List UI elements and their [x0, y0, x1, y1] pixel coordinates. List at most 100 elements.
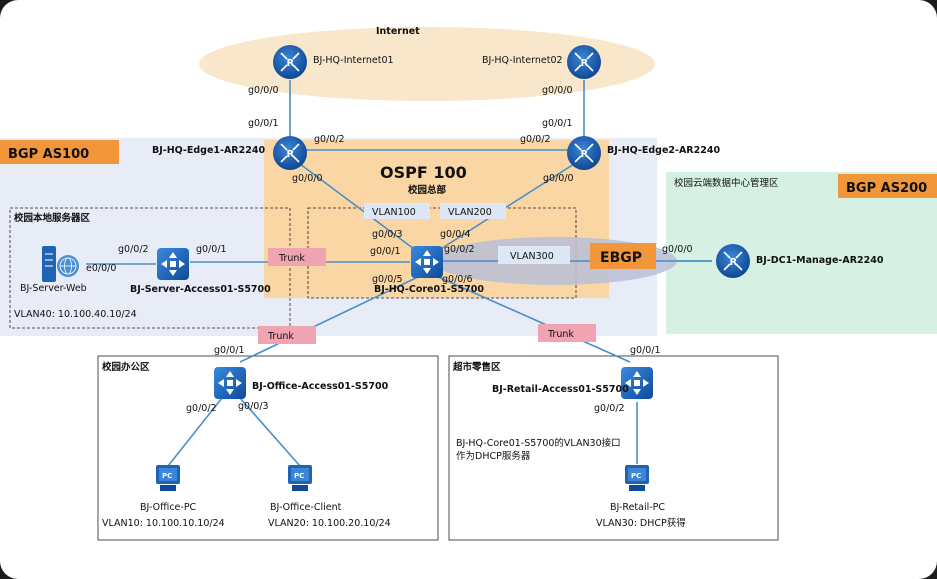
- port-sa-g001: g0/0/1: [196, 244, 227, 255]
- port-c-g003: g0/0/3: [372, 229, 403, 240]
- link-office-pc: [167, 397, 223, 467]
- port-i2-g000: g0/0/0: [542, 85, 573, 96]
- svg-text:PC: PC: [631, 472, 641, 480]
- link-office-client: [239, 397, 301, 467]
- trunk-label-server: Trunk: [278, 253, 305, 264]
- internet-zone: [199, 27, 655, 101]
- vlan300-tag: [498, 246, 570, 264]
- vlan-office-client-info: VLAN20: 10.100.20.10/24: [268, 518, 391, 529]
- label-office-access: BJ-Office-Access01-S5700: [252, 381, 389, 392]
- vlan-server-info: VLAN40: 10.100.40.10/24: [14, 309, 137, 320]
- label-edge1: BJ-HQ-Edge1-AR2240: [152, 145, 265, 156]
- retail-zone-label: 超市零售区: [452, 361, 501, 373]
- ospf-label: OSPF 100: [380, 163, 467, 182]
- retail-zone-border: [448, 355, 779, 541]
- port-oa-g003: g0/0/3: [238, 401, 269, 412]
- link-edge1-core: [299, 163, 419, 253]
- port-e1-g000: g0/0/0: [292, 173, 323, 184]
- port-oa-g002: g0/0/2: [186, 403, 217, 414]
- port-dc-g000: g0/0/0: [662, 244, 693, 255]
- vlan-retail-pc-info: VLAN30: DHCP获得: [596, 517, 686, 529]
- vlan-office-pc-info: VLAN10: 10.100.10.10/24: [102, 518, 225, 529]
- bgp-as200-zone: [666, 172, 937, 334]
- label-dc1: BJ-DC1-Manage-AR2240: [756, 255, 884, 266]
- svg-text:R: R: [581, 149, 589, 160]
- trunk-label-office: Trunk: [267, 331, 294, 342]
- port-e1-g002: g0/0/2: [314, 134, 345, 145]
- internet-label: Internet: [376, 26, 420, 37]
- port-ra-g001: g0/0/1: [630, 345, 661, 356]
- switch-core[interactable]: [411, 246, 443, 278]
- port-c-g002: g0/0/2: [444, 244, 475, 255]
- port-c-g001: g0/0/1: [370, 246, 401, 257]
- port-ra-g002: g0/0/2: [594, 403, 625, 414]
- bgp-as200-badge: [838, 174, 937, 198]
- label-office-pc: BJ-Office-PC: [140, 502, 197, 513]
- port-c-g006: g0/0/6: [442, 274, 473, 285]
- port-c-g005: g0/0/5: [372, 274, 403, 285]
- trunk-label-retail: Trunk: [547, 329, 574, 340]
- hq-label: 校园总部: [408, 184, 447, 196]
- label-retail-access: BJ-Retail-Access01-S5700: [492, 384, 629, 395]
- server-zone-border: [9, 207, 291, 329]
- office-zone-label: 校园办公区: [102, 361, 150, 373]
- port-c-g004: g0/0/4: [440, 229, 471, 240]
- pc-office-client[interactable]: PC: [288, 465, 312, 491]
- link-core-retail: [435, 275, 631, 363]
- port-e1-g001: g0/0/1: [248, 118, 279, 129]
- port-sa-g002: g0/0/2: [118, 244, 149, 255]
- bgp-as100-label: BGP AS100: [8, 147, 89, 162]
- label-server-access: BJ-Server-Access01-S5700: [130, 284, 271, 295]
- server-web[interactable]: [42, 246, 79, 282]
- label-server-web: BJ-Server-Web: [20, 283, 87, 294]
- svg-text:R: R: [287, 149, 295, 160]
- pc-office[interactable]: PC: [156, 465, 180, 491]
- port-e2-g001: g0/0/1: [542, 118, 573, 129]
- vlan200-label: VLAN200: [448, 207, 492, 218]
- vlan100-tag: [364, 203, 430, 219]
- svg-text:R: R: [287, 58, 295, 69]
- pc-retail[interactable]: PC: [625, 465, 649, 491]
- router-internet02[interactable]: R: [567, 45, 601, 79]
- svg-text:R: R: [730, 257, 738, 268]
- bgp-as200-label: BGP AS200: [846, 181, 927, 196]
- ebgp-label: EBGP: [600, 250, 642, 266]
- switch-office-access[interactable]: [214, 367, 246, 399]
- vlan100-label: VLAN100: [372, 207, 416, 218]
- label-edge2: BJ-HQ-Edge2-AR2240: [607, 145, 720, 156]
- svg-text:PC: PC: [162, 472, 172, 480]
- label-office-client: BJ-Office-Client: [270, 502, 342, 513]
- ebgp-badge: [590, 243, 656, 269]
- server-icon: [42, 246, 56, 282]
- dhcp-note-line2: 作为DHCP服务器: [456, 450, 531, 462]
- trunk-tag-office: [258, 326, 316, 344]
- port-oa-g001: g0/0/1: [214, 345, 245, 356]
- router-internet01[interactable]: R: [273, 45, 307, 79]
- router-edge2[interactable]: R: [567, 136, 601, 170]
- label-retail-pc: BJ-Retail-PC: [610, 502, 665, 513]
- port-e2-g000: g0/0/0: [543, 173, 574, 184]
- vlan300-label: VLAN300: [510, 251, 554, 262]
- label-internet01: BJ-HQ-Internet01: [313, 55, 394, 66]
- svg-text:R: R: [581, 58, 589, 69]
- switch-retail-access[interactable]: [621, 367, 653, 399]
- vlan200-tag: [440, 203, 506, 219]
- trunk-tag-server: [268, 248, 326, 266]
- port-web-e000: e0/0/0: [86, 263, 116, 274]
- dhcp-note-line1: BJ-HQ-Core01-S5700的VLAN30接口: [456, 437, 621, 449]
- label-core: BJ-HQ-Core01-S5700: [374, 284, 484, 295]
- port-e2-g002: g0/0/2: [520, 134, 551, 145]
- switch-server-access[interactable]: [157, 248, 189, 280]
- router-dc1[interactable]: R: [716, 244, 750, 278]
- office-zone-border: [97, 355, 439, 541]
- server-zone-label: 校园本地服务器区: [14, 212, 91, 224]
- label-internet02: BJ-HQ-Internet02: [482, 55, 563, 66]
- svg-text:PC: PC: [294, 472, 304, 480]
- bgp-as100-badge: [0, 140, 119, 164]
- cloud-zone-label: 校园云端数据中心管理区: [674, 177, 779, 189]
- port-i1-g000: g0/0/0: [248, 85, 279, 96]
- router-edge1[interactable]: R: [273, 136, 307, 170]
- link-core-office: [239, 275, 421, 363]
